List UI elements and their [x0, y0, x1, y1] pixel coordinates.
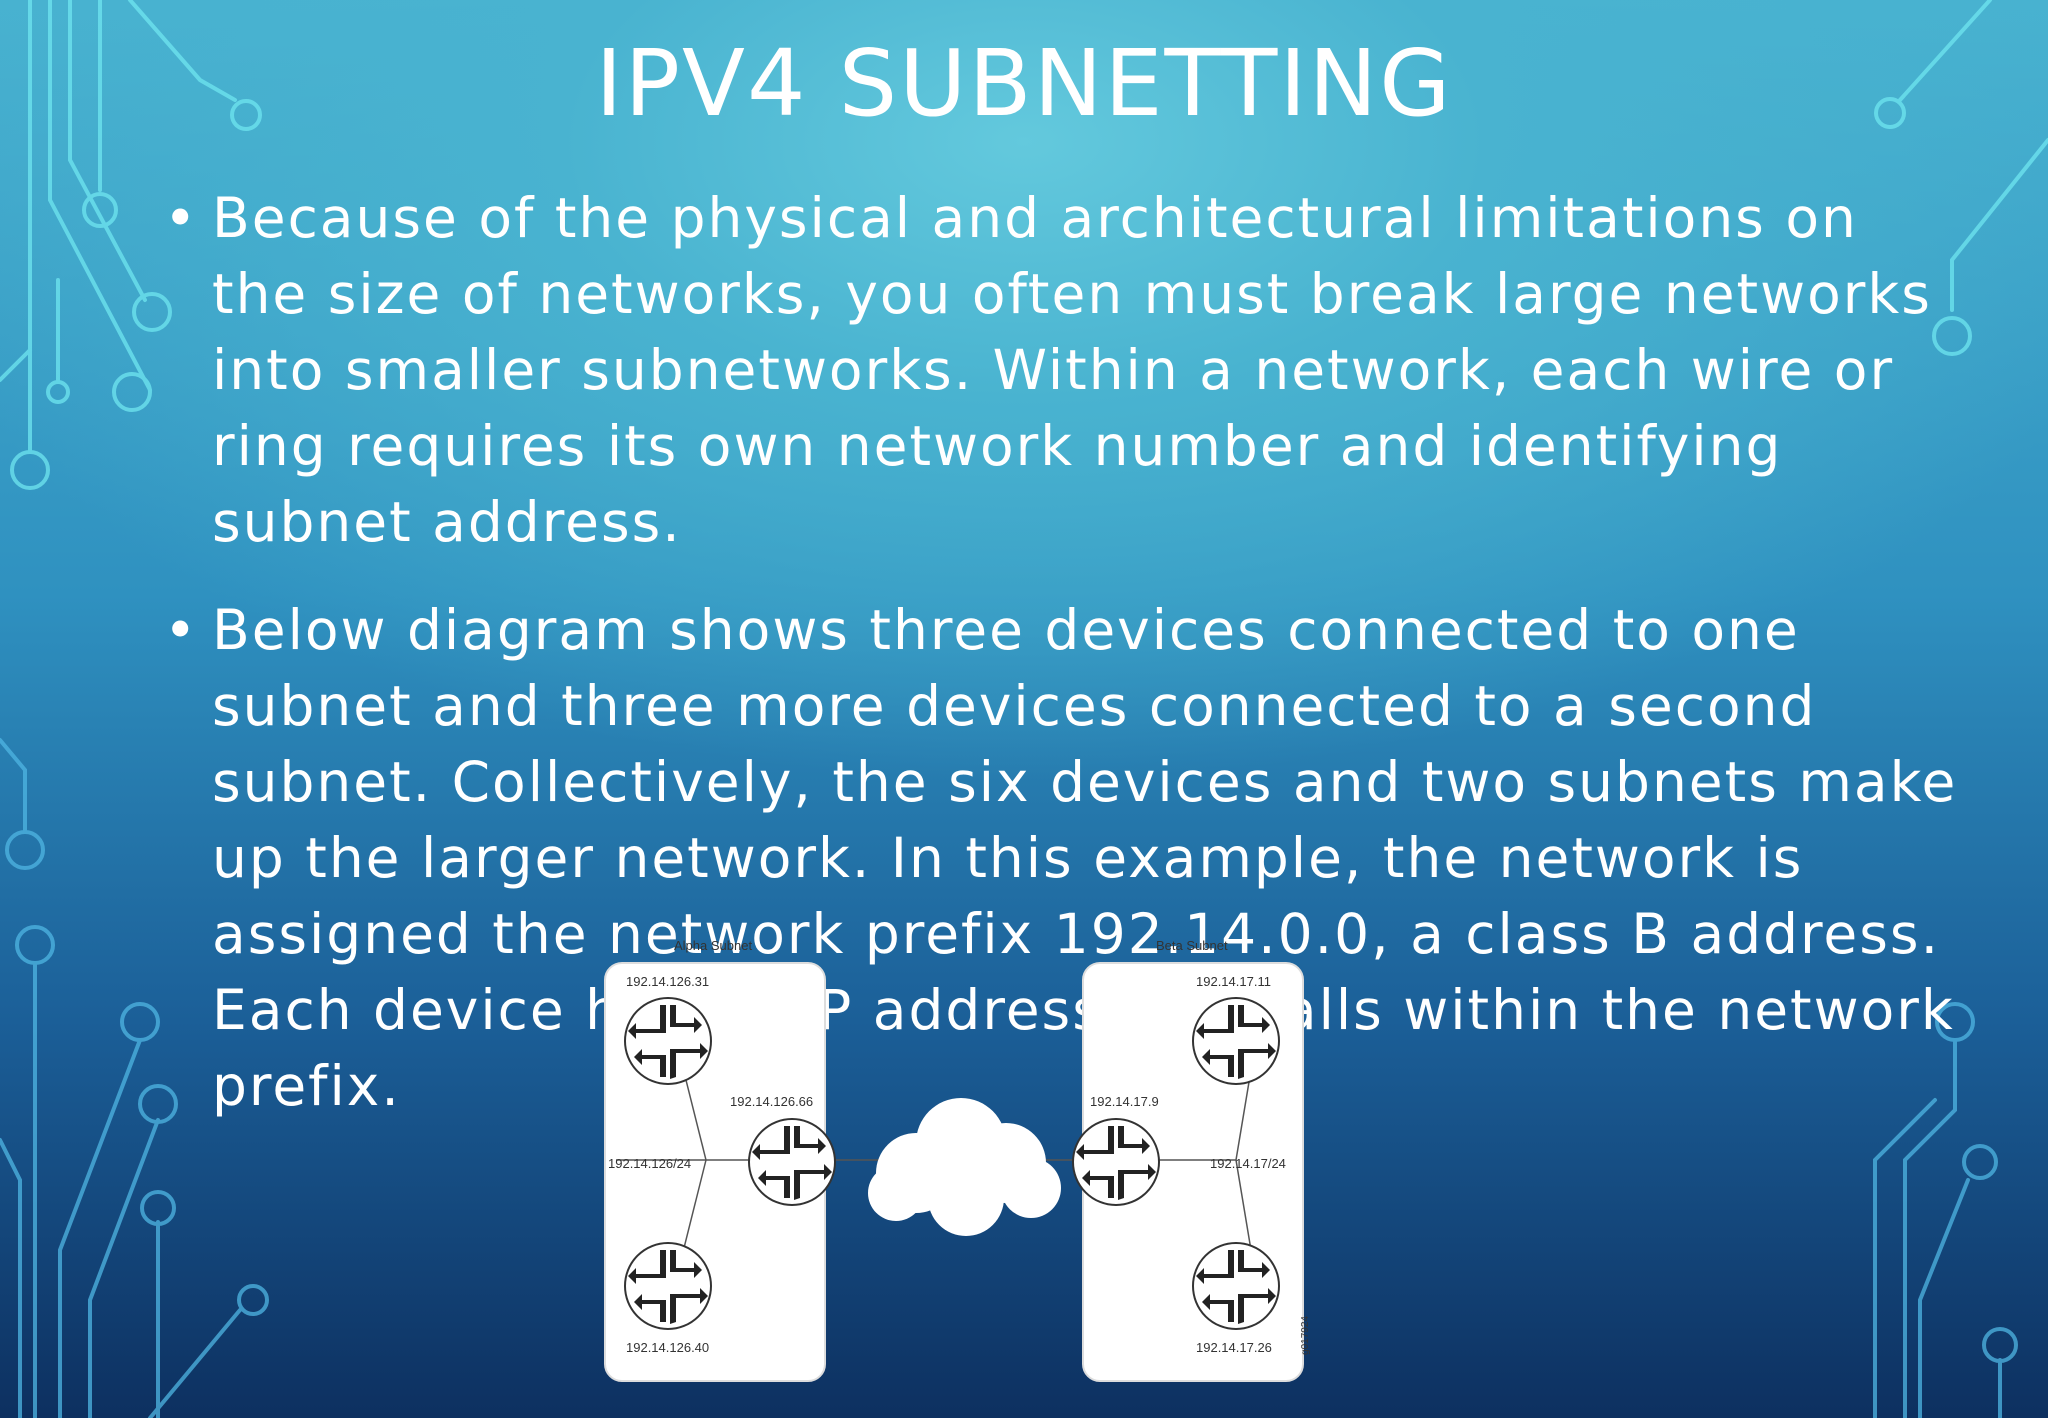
router-icon [748, 1118, 836, 1206]
alpha-subnet-title: Alpha Subnet [674, 938, 753, 953]
router-icon [1192, 997, 1280, 1085]
beta-top-address: 192.14.17.11 [1196, 974, 1271, 989]
alpha-gateway-address: 192.14.126.66 [730, 1094, 814, 1109]
bullet-item: •Below diagram shows three devices conne… [160, 592, 1960, 1124]
figure-code: g017924 [1299, 1316, 1311, 1355]
subnet-diagram: Alpha Subnet Beta Subnet [596, 920, 1336, 1390]
router-icon [1072, 1118, 1160, 1206]
cloud-icon [868, 1098, 1061, 1236]
bullet-text: Below diagram shows three devices connec… [212, 598, 1958, 1118]
bullet-text: Because of the physical and architectura… [212, 186, 1932, 554]
alpha-bottom-address: 192.14.126.40 [626, 1340, 710, 1355]
bullet-dot-icon: • [164, 598, 199, 662]
bullet-item: •Because of the physical and architectur… [160, 180, 1960, 560]
router-icon [624, 1242, 712, 1330]
beta-gateway-address: 192.14.17.9 [1090, 1094, 1159, 1109]
bullet-list: •Because of the physical and architectur… [160, 180, 1960, 1156]
router-icon [1192, 1242, 1280, 1330]
alpha-top-address: 192.14.126.31 [626, 974, 710, 989]
alpha-subnet-prefix: 192.14.126/24 [608, 1156, 692, 1171]
beta-bottom-address: 192.14.17.26 [1196, 1340, 1272, 1355]
router-icon [624, 997, 712, 1085]
bullet-dot-icon: • [164, 186, 199, 250]
beta-subnet-prefix: 192.14.17/24 [1210, 1156, 1286, 1171]
slide-title: IPV4 SUBNETTING [595, 30, 1453, 137]
beta-subnet-title: Beta Subnet [1156, 938, 1228, 953]
